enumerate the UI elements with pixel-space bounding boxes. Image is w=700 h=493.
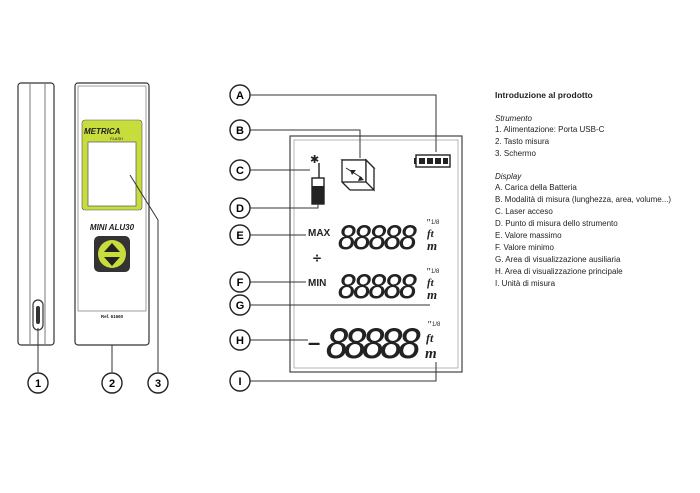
callout-D: D bbox=[229, 197, 251, 219]
callout-2: 2 bbox=[101, 372, 123, 394]
svg-text:ft: ft bbox=[427, 277, 435, 289]
device-side-view bbox=[17, 82, 55, 346]
callout-A: A bbox=[229, 84, 251, 106]
brand-sub: FLASH bbox=[110, 136, 123, 141]
svg-text:G: G bbox=[236, 300, 245, 312]
svg-text:D: D bbox=[236, 203, 244, 215]
battery-icon bbox=[414, 154, 451, 168]
callout-C: C bbox=[229, 159, 251, 181]
max-value-digits: 88888 bbox=[338, 219, 417, 257]
svg-text:H: H bbox=[236, 335, 244, 347]
min-label: MIN bbox=[308, 278, 326, 289]
display-list: A. Carica della Batteria B. Modalità di … bbox=[495, 182, 695, 290]
svg-text:m: m bbox=[425, 346, 437, 362]
list-item: E. Valore massimo bbox=[495, 231, 562, 240]
callout-H: H bbox=[229, 329, 251, 351]
callout-1: 1 bbox=[27, 372, 49, 394]
svg-text:B: B bbox=[236, 125, 244, 137]
min-value-digits: 88888 bbox=[338, 268, 417, 306]
svg-text:A: A bbox=[236, 90, 244, 102]
svg-text:1/8: 1/8 bbox=[431, 220, 440, 226]
svg-text:2: 2 bbox=[109, 378, 115, 390]
leader-lines-left bbox=[37, 174, 159, 372]
device-front-view: METRICA FLASH MINI ALU30 Ref. 61660 bbox=[74, 82, 150, 346]
info-panel: Introduzione al prodotto Strumento 1. Al… bbox=[495, 90, 695, 302]
svg-text:I: I bbox=[238, 376, 241, 388]
svg-text:✱: ✱ bbox=[310, 153, 319, 166]
list-item: B. Modalità di misura (lunghezza, area, … bbox=[495, 195, 672, 204]
list-item: A. Carica della Batteria bbox=[495, 183, 577, 192]
svg-text:": " bbox=[426, 267, 431, 278]
svg-text:1/8: 1/8 bbox=[431, 269, 440, 275]
lcd-display: ✱ MAX 88888 " 1/8 ft m ÷ MIN 88888 " 1/8… bbox=[289, 135, 463, 373]
brand-logo: METRICA bbox=[84, 127, 121, 136]
svg-text:3: 3 bbox=[155, 378, 161, 390]
callout-F: F bbox=[229, 271, 251, 293]
callout-B: B bbox=[229, 119, 251, 141]
svg-text:F: F bbox=[237, 277, 244, 289]
callout-3: 3 bbox=[147, 372, 169, 394]
reference-point-icon bbox=[311, 177, 325, 205]
main-value-digits: 88888 bbox=[326, 322, 420, 368]
svg-text:ft: ft bbox=[427, 228, 435, 240]
svg-text:E: E bbox=[236, 230, 243, 242]
list-item: G. Area di visualizzazione ausiliaria bbox=[495, 255, 621, 264]
max-label: MAX bbox=[308, 228, 331, 239]
list-item: D. Punto di misura dello strumento bbox=[495, 219, 618, 228]
model-name: MINI ALU30 bbox=[90, 223, 135, 232]
callout-E: E bbox=[229, 224, 251, 246]
svg-text:m: m bbox=[427, 287, 437, 302]
svg-text:C: C bbox=[236, 165, 244, 177]
list-item: I. Unità di misura bbox=[495, 279, 556, 288]
strumento-heading: Strumento bbox=[495, 114, 532, 123]
list-item: C. Laser acceso bbox=[495, 207, 553, 216]
display-heading: Display bbox=[495, 172, 522, 181]
svg-text:": " bbox=[427, 320, 432, 331]
ref-code: Ref. 61660 bbox=[101, 314, 124, 319]
list-item: 2. Tasto misura bbox=[495, 137, 550, 146]
svg-text:1: 1 bbox=[35, 378, 41, 390]
info-title: Introduzione al prodotto bbox=[495, 90, 593, 100]
svg-text:ft: ft bbox=[426, 331, 434, 345]
minus-sign: – bbox=[308, 330, 320, 355]
measure-icon bbox=[104, 243, 120, 252]
list-item: H. Area di visualizzazione principale bbox=[495, 267, 623, 276]
svg-text:m: m bbox=[427, 238, 437, 253]
list-item: F. Valore minimo bbox=[495, 243, 554, 252]
mode-volume-icon bbox=[340, 158, 376, 192]
laser-icon: ✱ bbox=[310, 153, 320, 178]
callout-I: I bbox=[229, 370, 251, 392]
strumento-list: 1. Alimentazione: Porta USB-C 2. Tasto m… bbox=[495, 124, 695, 160]
list-item: 3. Schermo bbox=[495, 149, 536, 158]
measure-button[interactable] bbox=[98, 240, 126, 268]
svg-text:": " bbox=[426, 218, 431, 229]
screen bbox=[87, 141, 137, 207]
leader-lines-right bbox=[250, 94, 437, 382]
callout-G: G bbox=[229, 294, 251, 316]
list-item: 1. Alimentazione: Porta USB-C bbox=[495, 125, 605, 134]
svg-text:1/8: 1/8 bbox=[432, 322, 441, 328]
plus-minus-sign: ÷ bbox=[312, 251, 322, 265]
